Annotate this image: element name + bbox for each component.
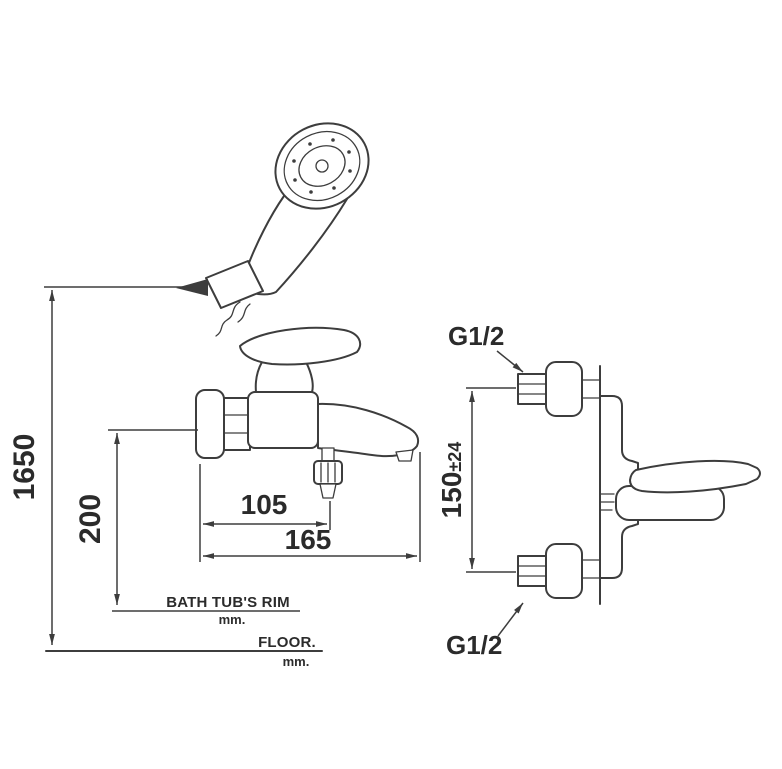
thread-bottom-leader [497, 602, 524, 637]
shower-hose-stub [215, 301, 251, 337]
floor-unit: mm. [283, 654, 310, 669]
top-inlet-pipe [581, 379, 601, 399]
shower-holder-bracket [205, 260, 264, 309]
cartridge-dome [254, 361, 314, 393]
lever-handle-front [239, 326, 362, 366]
diverter [313, 447, 343, 499]
thread-top-label: G1/2 [448, 321, 504, 351]
bottom-hex-facets [517, 565, 547, 577]
dim-150-label: 150±24 [436, 442, 467, 519]
shower-face-mid-ring [283, 130, 361, 202]
top-flange-side [545, 361, 583, 417]
bathtub-rim-label: BATH TUB'S RIM [166, 594, 290, 611]
top-hex-facets [517, 383, 547, 395]
wall-nut-facets [223, 414, 251, 434]
thread-top-leader [496, 350, 524, 373]
diverter-tip [319, 483, 337, 499]
bottom-flange-side [545, 543, 583, 599]
shower-face-inner-ring [298, 145, 346, 187]
side-lever-handle [629, 459, 761, 494]
diverter-stem [321, 447, 335, 462]
valve-body-front [247, 391, 319, 449]
bottom-inlet [517, 543, 601, 599]
spout-front [317, 402, 420, 458]
diverter-knob-ridges [320, 462, 336, 483]
bottom-inlet-pipe [581, 559, 601, 579]
top-hex-nut [517, 373, 547, 405]
thread-bottom-label: G1/2 [446, 630, 502, 660]
top-inlet [517, 361, 601, 417]
dim-105-label: 105 [241, 489, 288, 520]
shower-nozzle-dots [292, 138, 352, 194]
bottom-hex-nut [517, 555, 547, 587]
side-body [599, 395, 639, 579]
shower-face-center [315, 159, 329, 173]
floor-label: FLOOR. [258, 634, 316, 651]
dim-165-label: 165 [285, 524, 332, 555]
dim-150-value: 150 [436, 472, 467, 519]
mixer-front-view [195, 326, 420, 499]
dimensions: 1650 200 105 165 150±24 G1/2 G1/2 BATH T… [8, 286, 524, 669]
mixer-side-view [517, 361, 761, 605]
spout-aerator [395, 449, 414, 462]
shower-handle-outline [243, 195, 348, 296]
dim-150-tolerance: ±24 [445, 442, 465, 472]
dim-1650-label: 1650 [8, 434, 41, 501]
hand-shower [176, 122, 370, 337]
bathtub-rim-unit: mm. [219, 612, 246, 627]
side-outlet-detail [600, 493, 615, 511]
wall-nut-front [223, 397, 251, 451]
wall-flange-front [195, 389, 225, 459]
shower-face-outer-ring [274, 122, 370, 210]
dim-200-label: 200 [74, 494, 107, 544]
